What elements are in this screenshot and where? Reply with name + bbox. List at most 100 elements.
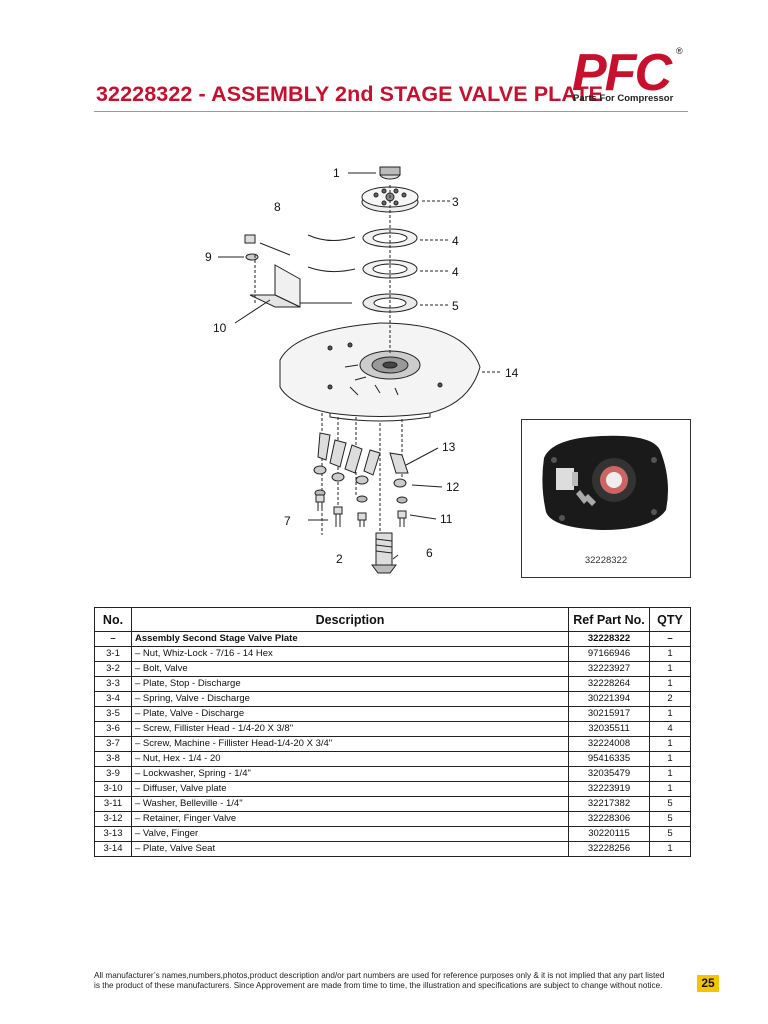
header-ref-part-no: Ref Part No. bbox=[568, 607, 650, 632]
photo-caption: 32228322 bbox=[584, 555, 628, 566]
callout-10: 10 bbox=[213, 321, 227, 335]
cell-qty: 1 bbox=[649, 661, 691, 677]
callout-3: 3 bbox=[452, 195, 459, 209]
cell-no: 3-3 bbox=[94, 676, 132, 692]
callout-14: 14 bbox=[505, 366, 519, 380]
cell-qty: 1 bbox=[649, 676, 691, 692]
cell-no: 3-13 bbox=[94, 826, 132, 842]
cell-description: – Nut, Hex - 1/4 - 20 bbox=[131, 751, 569, 767]
cell-qty: – bbox=[649, 631, 691, 647]
cell-no: 3-1 bbox=[94, 646, 132, 662]
callout-2: 2 bbox=[336, 552, 343, 566]
cell-qty: 1 bbox=[649, 766, 691, 782]
cell-ref: 30220115 bbox=[568, 826, 650, 842]
callout-13: 13 bbox=[442, 440, 456, 454]
callout-9: 9 bbox=[205, 250, 212, 264]
cell-ref: 32228264 bbox=[568, 676, 650, 692]
cell-ref: 32224008 bbox=[568, 736, 650, 752]
callout-1: 1 bbox=[333, 166, 340, 180]
svg-text:®: ® bbox=[676, 46, 683, 56]
cell-ref: 97166946 bbox=[568, 646, 650, 662]
callout-4b: 4 bbox=[452, 265, 459, 279]
page-title: 32228322 - ASSEMBLY 2nd STAGE VALVE PLAT… bbox=[96, 82, 604, 106]
disclaimer-line-1: All manufacturer’s names,numbers,photos,… bbox=[94, 971, 665, 980]
logo-tagline: Parts For Compressor bbox=[573, 93, 674, 104]
cell-qty: 5 bbox=[649, 796, 691, 812]
cell-description: – Valve, Finger bbox=[131, 826, 569, 842]
cell-description: – Screw, Machine - Fillister Head-1/4-20… bbox=[131, 736, 569, 752]
cell-no: 3-9 bbox=[94, 766, 132, 782]
cell-ref: 32223919 bbox=[568, 781, 650, 797]
cell-description: – Plate, Valve Seat bbox=[131, 841, 569, 857]
product-photo-box: 32228322 bbox=[521, 419, 691, 578]
cell-ref: 95416335 bbox=[568, 751, 650, 767]
callout-6: 6 bbox=[426, 546, 433, 560]
cell-qty: 1 bbox=[649, 706, 691, 722]
cell-qty: 1 bbox=[649, 751, 691, 767]
disclaimer-line-2: is the product of these manufacturers. S… bbox=[94, 981, 663, 990]
cell-description: – Lockwasher, Spring - 1/4" bbox=[131, 766, 569, 782]
cell-qty: 4 bbox=[649, 721, 691, 737]
cell-description: – Screw, Fillister Head - 1/4-20 X 3/8" bbox=[131, 721, 569, 737]
cell-description: – Nut, Whiz-Lock - 7/16 - 14 Hex bbox=[131, 646, 569, 662]
page-number: 25 bbox=[697, 975, 719, 992]
cell-description: – Diffuser, Valve plate bbox=[131, 781, 569, 797]
cell-ref: 30215917 bbox=[568, 706, 650, 722]
cell-ref: 32035479 bbox=[568, 766, 650, 782]
table-row: 3-6– Screw, Fillister Head - 1/4-20 X 3/… bbox=[94, 721, 691, 737]
callout-5: 5 bbox=[452, 299, 459, 313]
cell-no: 3-6 bbox=[94, 721, 132, 737]
parts-table: No. Description Ref Part No. QTY –Assemb… bbox=[94, 607, 691, 857]
cell-no: 3-2 bbox=[94, 661, 132, 677]
cell-qty: 1 bbox=[649, 646, 691, 662]
cell-no: 3-14 bbox=[94, 841, 132, 857]
cell-no: 3-4 bbox=[94, 691, 132, 707]
cell-description: – Washer, Belleville - 1/4" bbox=[131, 796, 569, 812]
cell-description: – Bolt, Valve bbox=[131, 661, 569, 677]
cell-qty: 5 bbox=[649, 826, 691, 842]
cell-no: 3-10 bbox=[94, 781, 132, 797]
header-qty: QTY bbox=[649, 607, 691, 632]
product-photo bbox=[542, 435, 668, 530]
cell-ref: 32035511 bbox=[568, 721, 650, 737]
cell-qty: 1 bbox=[649, 781, 691, 797]
cell-no: – bbox=[94, 631, 132, 647]
callout-12: 12 bbox=[446, 480, 460, 494]
cell-description: – Retainer, Finger Valve bbox=[131, 811, 569, 827]
cell-ref: 30221394 bbox=[568, 691, 650, 707]
header-divider bbox=[94, 111, 688, 112]
cell-no: 3-7 bbox=[94, 736, 132, 752]
cell-ref: 32228306 bbox=[568, 811, 650, 827]
cell-qty: 1 bbox=[649, 841, 691, 857]
cell-description: – Plate, Valve - Discharge bbox=[131, 706, 569, 722]
cell-no: 3-5 bbox=[94, 706, 132, 722]
svg-text:PFC: PFC bbox=[572, 44, 673, 102]
cell-ref: 32223927 bbox=[568, 661, 650, 677]
cell-no: 3-12 bbox=[94, 811, 132, 827]
cell-ref: 32228256 bbox=[568, 841, 650, 857]
table-header-row: No. Description Ref Part No. QTY bbox=[94, 607, 691, 632]
cell-description: Assembly Second Stage Valve Plate bbox=[131, 631, 569, 647]
callout-8: 8 bbox=[274, 200, 281, 214]
cell-no: 3-8 bbox=[94, 751, 132, 767]
header-description: Description bbox=[131, 607, 569, 632]
cell-description: – Plate, Stop - Discharge bbox=[131, 676, 569, 692]
header-no: No. bbox=[94, 607, 132, 632]
cell-description: – Spring, Valve - Discharge bbox=[131, 691, 569, 707]
cell-no: 3-11 bbox=[94, 796, 132, 812]
cell-ref: 32217382 bbox=[568, 796, 650, 812]
cell-qty: 2 bbox=[649, 691, 691, 707]
